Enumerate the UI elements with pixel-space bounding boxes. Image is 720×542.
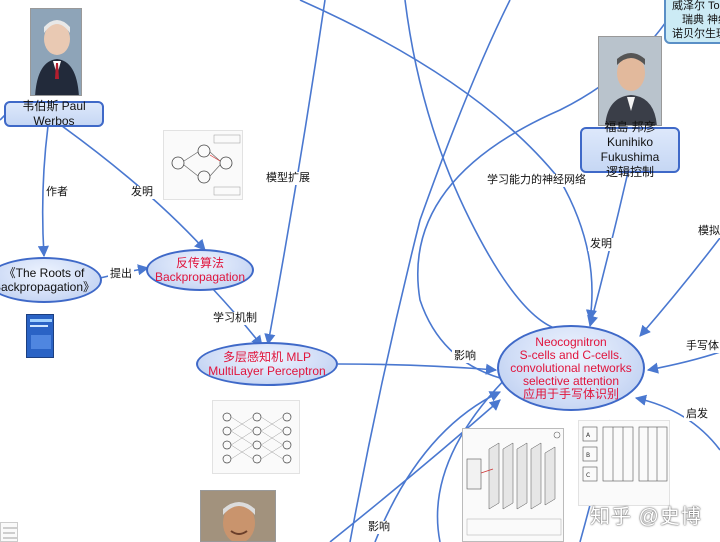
- node-neo-line1: Neocognitron: [535, 334, 607, 349]
- book-icon: [30, 319, 52, 349]
- book-cover-thumbnail: [26, 314, 54, 358]
- node-corner-line2: 瑞典 神经: [682, 14, 720, 26]
- edge-label-influence-2: 影响: [366, 521, 392, 534]
- node-roots-line2: Backpropagation》: [0, 280, 96, 294]
- node-werbos-label: 韦伯斯 Paul Werbos: [22, 99, 86, 128]
- edge-label-influence-1: 影响: [452, 350, 478, 363]
- node-mlp-line1: 多层感知机 MLP: [222, 350, 311, 364]
- node-corner-line3: 诺贝尔生理: [672, 28, 720, 40]
- edge-model-ext: [264, 0, 326, 346]
- node-backprop-line2: Backpropagation: [154, 270, 246, 284]
- zhihu-watermark: 知乎 @史博: [590, 506, 702, 528]
- network-diagram-icon: [171, 134, 241, 196]
- node-mlp-line2: MultiLayer Perceptron: [208, 364, 326, 378]
- bottom-left-snippet: [0, 522, 18, 542]
- node-fukushima-line1: 福島 邦彦: [604, 120, 656, 134]
- edge-handwrite: [646, 351, 720, 374]
- node-roots-of-backprop[interactable]: 《The Roots of Backpropagation》: [0, 257, 102, 303]
- node-backpropagation[interactable]: 反传算法 Backpropagation: [146, 249, 254, 291]
- mlp-diagram-thumbnail: [212, 400, 300, 474]
- node-neo-line4: selective attention: [522, 373, 620, 388]
- document-snippet-icon: [3, 527, 17, 539]
- svg-text:A: A: [586, 432, 591, 439]
- node-werbos[interactable]: 韦伯斯 Paul Werbos: [4, 99, 104, 128]
- node-roots-line1: 《The Roots of: [3, 266, 85, 280]
- node-mlp[interactable]: 多层感知机 MLP MultiLayer Perceptron: [196, 342, 338, 386]
- node-fukushima-line2: Kunihiko Fukushima: [600, 135, 660, 164]
- edge-label-model-ext: 模型扩展: [264, 172, 312, 185]
- svg-text:B: B: [586, 452, 590, 459]
- edge-werbos-roots: [37, 125, 49, 258]
- node-fukushima-line3: 逻辑控制: [605, 165, 654, 179]
- edge-label-learn-mech: 学习机制: [211, 312, 259, 325]
- edge-label-inspire: 启发: [684, 408, 710, 421]
- edge-bottom-1: [349, 0, 511, 542]
- fukushima-photo: [598, 36, 662, 126]
- edge-label-invent-2: 发明: [588, 238, 614, 251]
- handwriting-samples-thumbnail: A B C: [578, 420, 670, 506]
- node-neo-line5: 应用于手写体识别: [522, 386, 619, 401]
- node-corner-line1: 威泽尔 Torst: [672, 0, 720, 12]
- character-grid-icon: A B C: [582, 426, 668, 482]
- neocognitron-diagram-thumbnail: [462, 428, 564, 542]
- edge-bottom-3: [329, 399, 501, 542]
- node-neo-line3: convolutional networks: [510, 360, 632, 375]
- node-neocognitron[interactable]: Neocognitron S-cells and C-cells. convol…: [497, 325, 645, 411]
- person-portrait-icon: [201, 491, 275, 541]
- edge-bottom-2: [374, 391, 502, 542]
- node-backprop-line1: 反传算法: [175, 256, 224, 270]
- edge-label-learn-net: 学习能力的神经网络: [485, 174, 588, 187]
- svg-text:C: C: [586, 472, 590, 479]
- edge-label-author: 作者: [44, 186, 70, 199]
- edge-label-simulate: 模拟: [696, 225, 720, 238]
- edge-simulate: [639, 237, 720, 337]
- node-neo-line2: S-cells and C-cells.: [519, 347, 623, 362]
- edge-vertical: [404, 0, 561, 331]
- person-portrait-icon: [31, 9, 81, 95]
- node-fukushima[interactable]: 福島 邦彦 Kunihiko Fukushima 逻辑控制: [580, 120, 680, 179]
- edge-label-handwrite: 手写体: [684, 340, 720, 353]
- edge-inspire: [634, 394, 720, 451]
- network-diagram-icon: [222, 412, 292, 464]
- layered-network-icon: [466, 431, 562, 536]
- node-corner-partial[interactable]: 威泽尔 Torst 瑞典 神经 诺贝尔生理: [664, 0, 720, 44]
- third-person-photo: [200, 490, 276, 542]
- person-portrait-icon: [599, 37, 661, 125]
- backprop-diagram-thumbnail: [163, 130, 243, 200]
- edge-label-invent-1: 发明: [129, 186, 155, 199]
- werbos-photo: [30, 8, 82, 96]
- edge-learn-net: [299, 0, 597, 322]
- edge-label-propose: 提出: [108, 268, 134, 281]
